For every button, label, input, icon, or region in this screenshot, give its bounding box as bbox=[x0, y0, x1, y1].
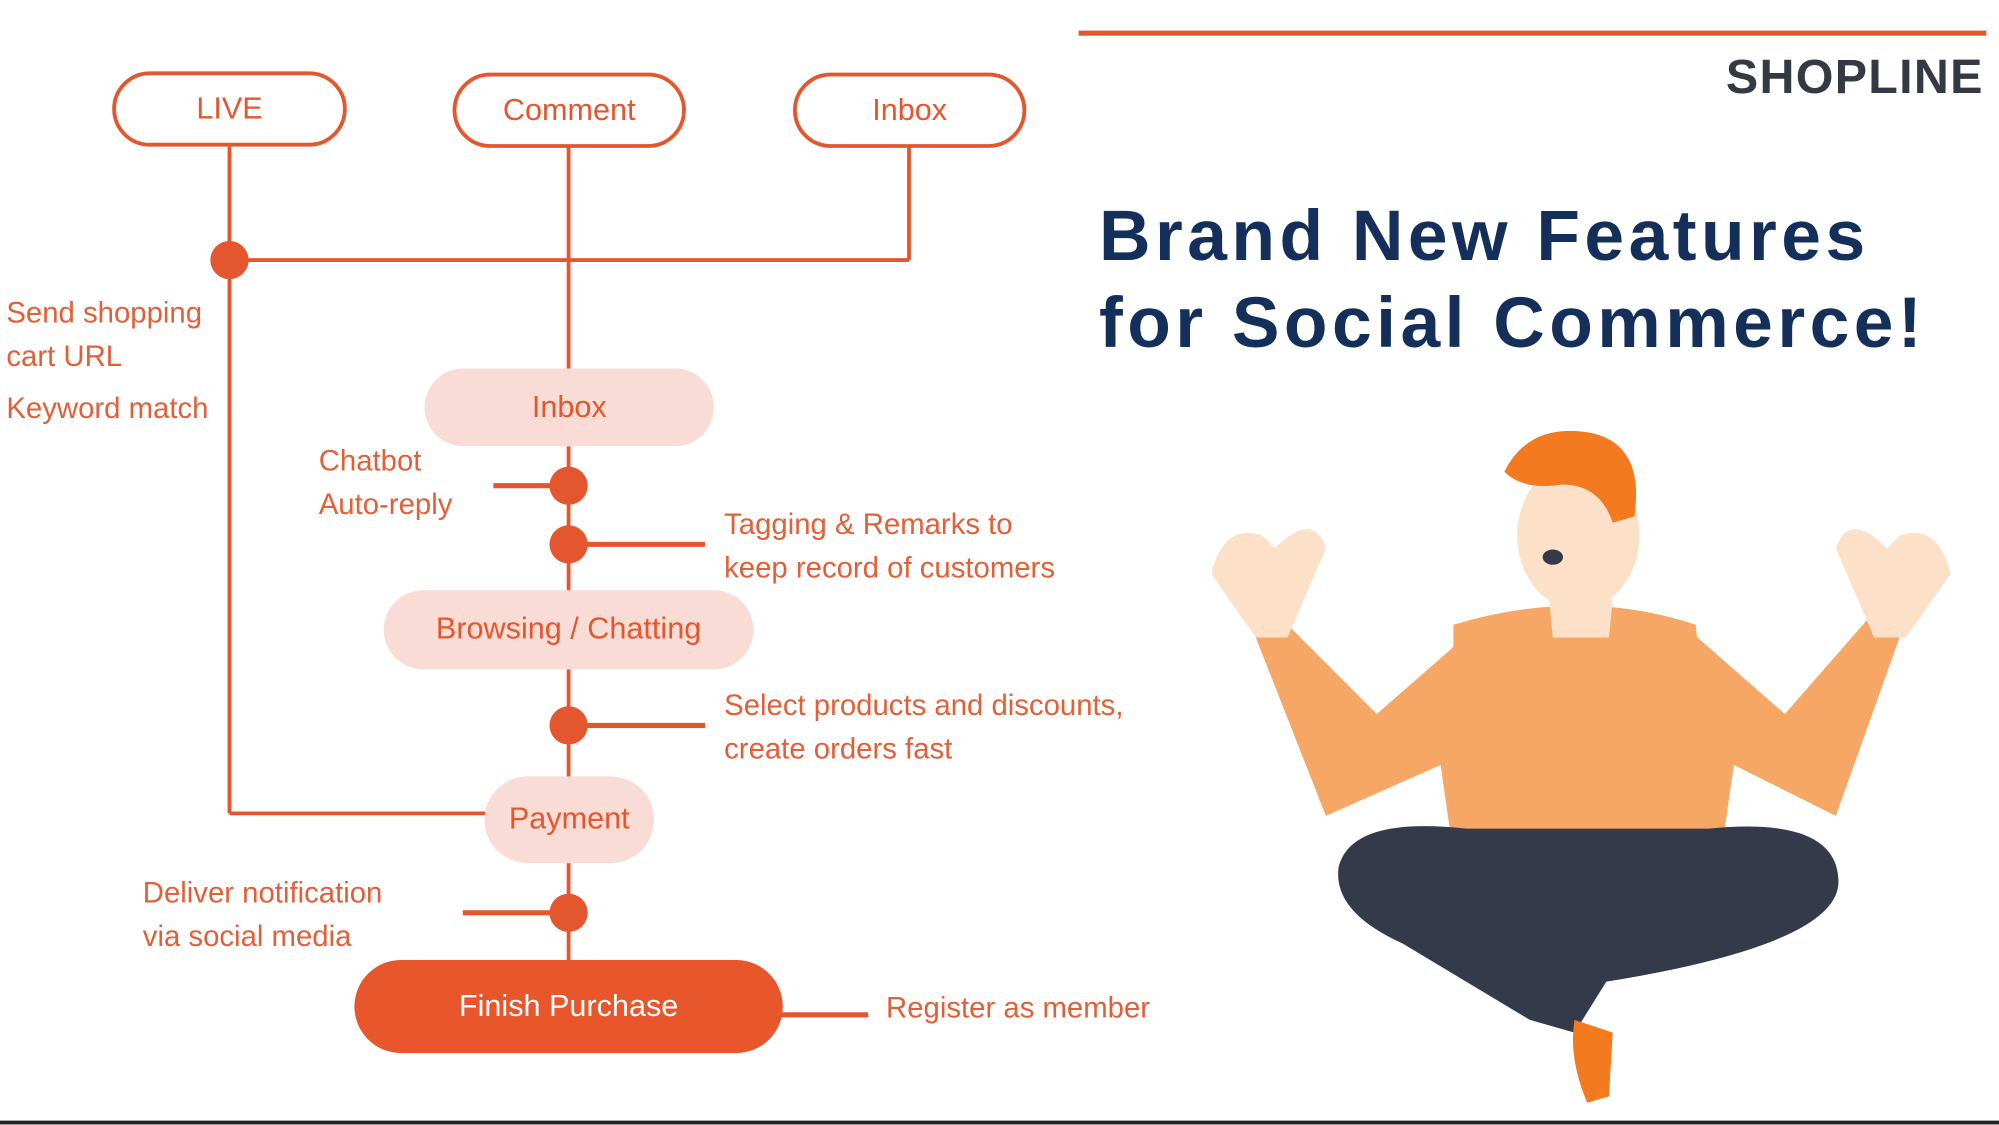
note-keyword: Keyword match bbox=[6, 391, 209, 425]
node-dot bbox=[549, 706, 588, 745]
node-dot bbox=[549, 466, 588, 505]
stage-browsing: Browsing / Chatting bbox=[383, 590, 754, 670]
note-register: Register as member bbox=[886, 990, 1151, 1024]
headline-line-1: Brand New Features bbox=[1098, 195, 1870, 276]
stage-payment: Payment bbox=[484, 776, 655, 864]
stage-inbox: Inbox bbox=[424, 368, 714, 447]
meditating-person-illustration bbox=[1211, 430, 1951, 1103]
node-dot bbox=[210, 240, 249, 280]
top-accent-line bbox=[1078, 30, 1987, 36]
source-comment: Comment bbox=[452, 72, 686, 148]
note-line: Select products and discounts, bbox=[724, 688, 1124, 722]
note-select-products: Select products and discounts, create or… bbox=[724, 683, 1123, 770]
note-send-cart: Send shopping cart URL bbox=[6, 291, 202, 378]
note-line: keep record of customers bbox=[724, 550, 1055, 584]
node-dot bbox=[549, 893, 588, 932]
note-line: Auto-reply bbox=[318, 487, 453, 521]
note-line: via social media bbox=[142, 919, 352, 953]
note-line: create orders fast bbox=[724, 731, 953, 765]
note-line: Tagging & Remarks to bbox=[724, 507, 1013, 541]
note-tagging: Tagging & Remarks to keep record of cust… bbox=[724, 502, 1055, 589]
note-line: Send shopping bbox=[6, 295, 203, 329]
node-dot bbox=[549, 525, 588, 564]
note-line: Chatbot bbox=[318, 443, 422, 477]
source-live: LIVE bbox=[112, 71, 347, 147]
bottom-border bbox=[0, 1120, 1999, 1125]
shopline-logo: SHOPLINE bbox=[1725, 50, 1984, 105]
note-deliver: Deliver notification via social media bbox=[143, 871, 383, 958]
note-chatbot: Chatbot Auto-reply bbox=[319, 439, 453, 526]
note-line: Deliver notification bbox=[142, 875, 383, 910]
stage-finish-purchase: Finish Purchase bbox=[354, 959, 783, 1054]
source-inbox: Inbox bbox=[792, 72, 1027, 148]
headline-line-2: for Social Commerce! bbox=[1098, 281, 1927, 363]
note-line: cart URL bbox=[6, 339, 123, 373]
